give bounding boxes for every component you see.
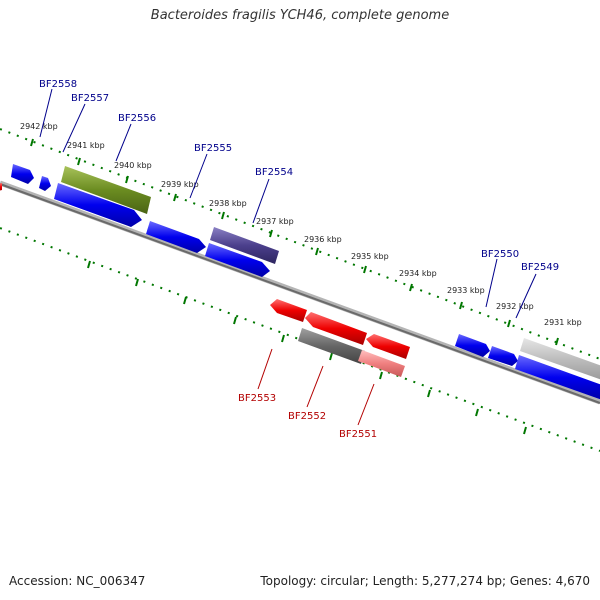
- gene-bf2557[interactable]: [61, 166, 151, 214]
- gene-label-bf2551[interactable]: BF2551: [339, 429, 377, 440]
- gene-bf2555[interactable]: [146, 221, 206, 253]
- gene-bf2550[interactable]: [455, 334, 490, 357]
- reverse-genes: [270, 299, 410, 377]
- gene-bf2552[interactable]: [298, 328, 365, 364]
- gene-label-bf2558[interactable]: BF2558: [39, 79, 77, 90]
- accession-text: Accession: NC_006347: [9, 574, 146, 588]
- gene-label-bf2550[interactable]: BF2550: [481, 249, 519, 260]
- kbp-label: 2937 kbp: [256, 217, 294, 226]
- forward-genes: [0, 164, 600, 400]
- gene-arrow[interactable]: [366, 334, 410, 359]
- kbp-label: 2931 kbp: [544, 318, 582, 327]
- kbp-label: 2942 kbp: [20, 122, 58, 131]
- top-gene-labels: BF2558 BF2557 BF2556 BF2555 BF2554 BF255…: [39, 79, 559, 273]
- gene-arrow[interactable]: [39, 176, 51, 191]
- kbp-label: 2932 kbp: [496, 302, 534, 311]
- gene-label-bf2557[interactable]: BF2557: [71, 93, 109, 104]
- kbp-label: 2934 kbp: [399, 269, 437, 278]
- gene-label-bf2552[interactable]: BF2552: [288, 411, 326, 422]
- gene-arrow[interactable]: [205, 243, 270, 277]
- gene-bf2551[interactable]: [358, 350, 405, 377]
- outer-major-ticks: [30, 138, 559, 346]
- gene-arrow[interactable]: [520, 338, 600, 380]
- gene-bf2553[interactable]: [270, 299, 307, 322]
- gene-arrow[interactable]: [305, 312, 367, 345]
- bottom-gene-labels: BF2553 BF2552 BF2551: [238, 393, 377, 440]
- gene-bf2556[interactable]: [54, 183, 142, 227]
- inner-major-ticks: [87, 260, 527, 435]
- kbp-scale: 2942 kbp 2941 kbp 2940 kbp 2939 kbp 2938…: [20, 122, 582, 327]
- gene-label-bf2554[interactable]: BF2554: [255, 167, 293, 178]
- kbp-label: 2936 kbp: [304, 235, 342, 244]
- genome-backbone-shadow: [0, 183, 600, 404]
- map-title: Bacteroides fragilis YCH46, complete gen…: [150, 8, 450, 23]
- gene-bf2554[interactable]: [210, 227, 279, 264]
- gene-arrow[interactable]: [11, 164, 34, 184]
- outer-dotted-ring: [0, 128, 600, 360]
- gene-label-bf2556[interactable]: BF2556: [118, 113, 156, 124]
- kbp-label: 2939 kbp: [161, 180, 199, 189]
- genome-summary-text: Topology: circular; Length: 5,277,274 bp…: [260, 574, 590, 588]
- kbp-label: 2935 kbp: [351, 252, 389, 261]
- gene-label-bf2553[interactable]: BF2553: [238, 393, 276, 404]
- kbp-label: 2940 kbp: [114, 161, 152, 170]
- gene-label-bf2549[interactable]: BF2549: [521, 262, 559, 273]
- gene-arrow[interactable]: [515, 355, 600, 400]
- gene-bf2549[interactable]: [488, 346, 518, 366]
- kbp-label: 2941 kbp: [67, 141, 105, 150]
- label-leaders: [39, 88, 537, 426]
- gene-label-bf2555[interactable]: BF2555: [194, 143, 232, 154]
- kbp-label: 2938 kbp: [209, 199, 247, 208]
- gene-arrow[interactable]: [0, 183, 2, 191]
- kbp-label: 2933 kbp: [447, 286, 485, 295]
